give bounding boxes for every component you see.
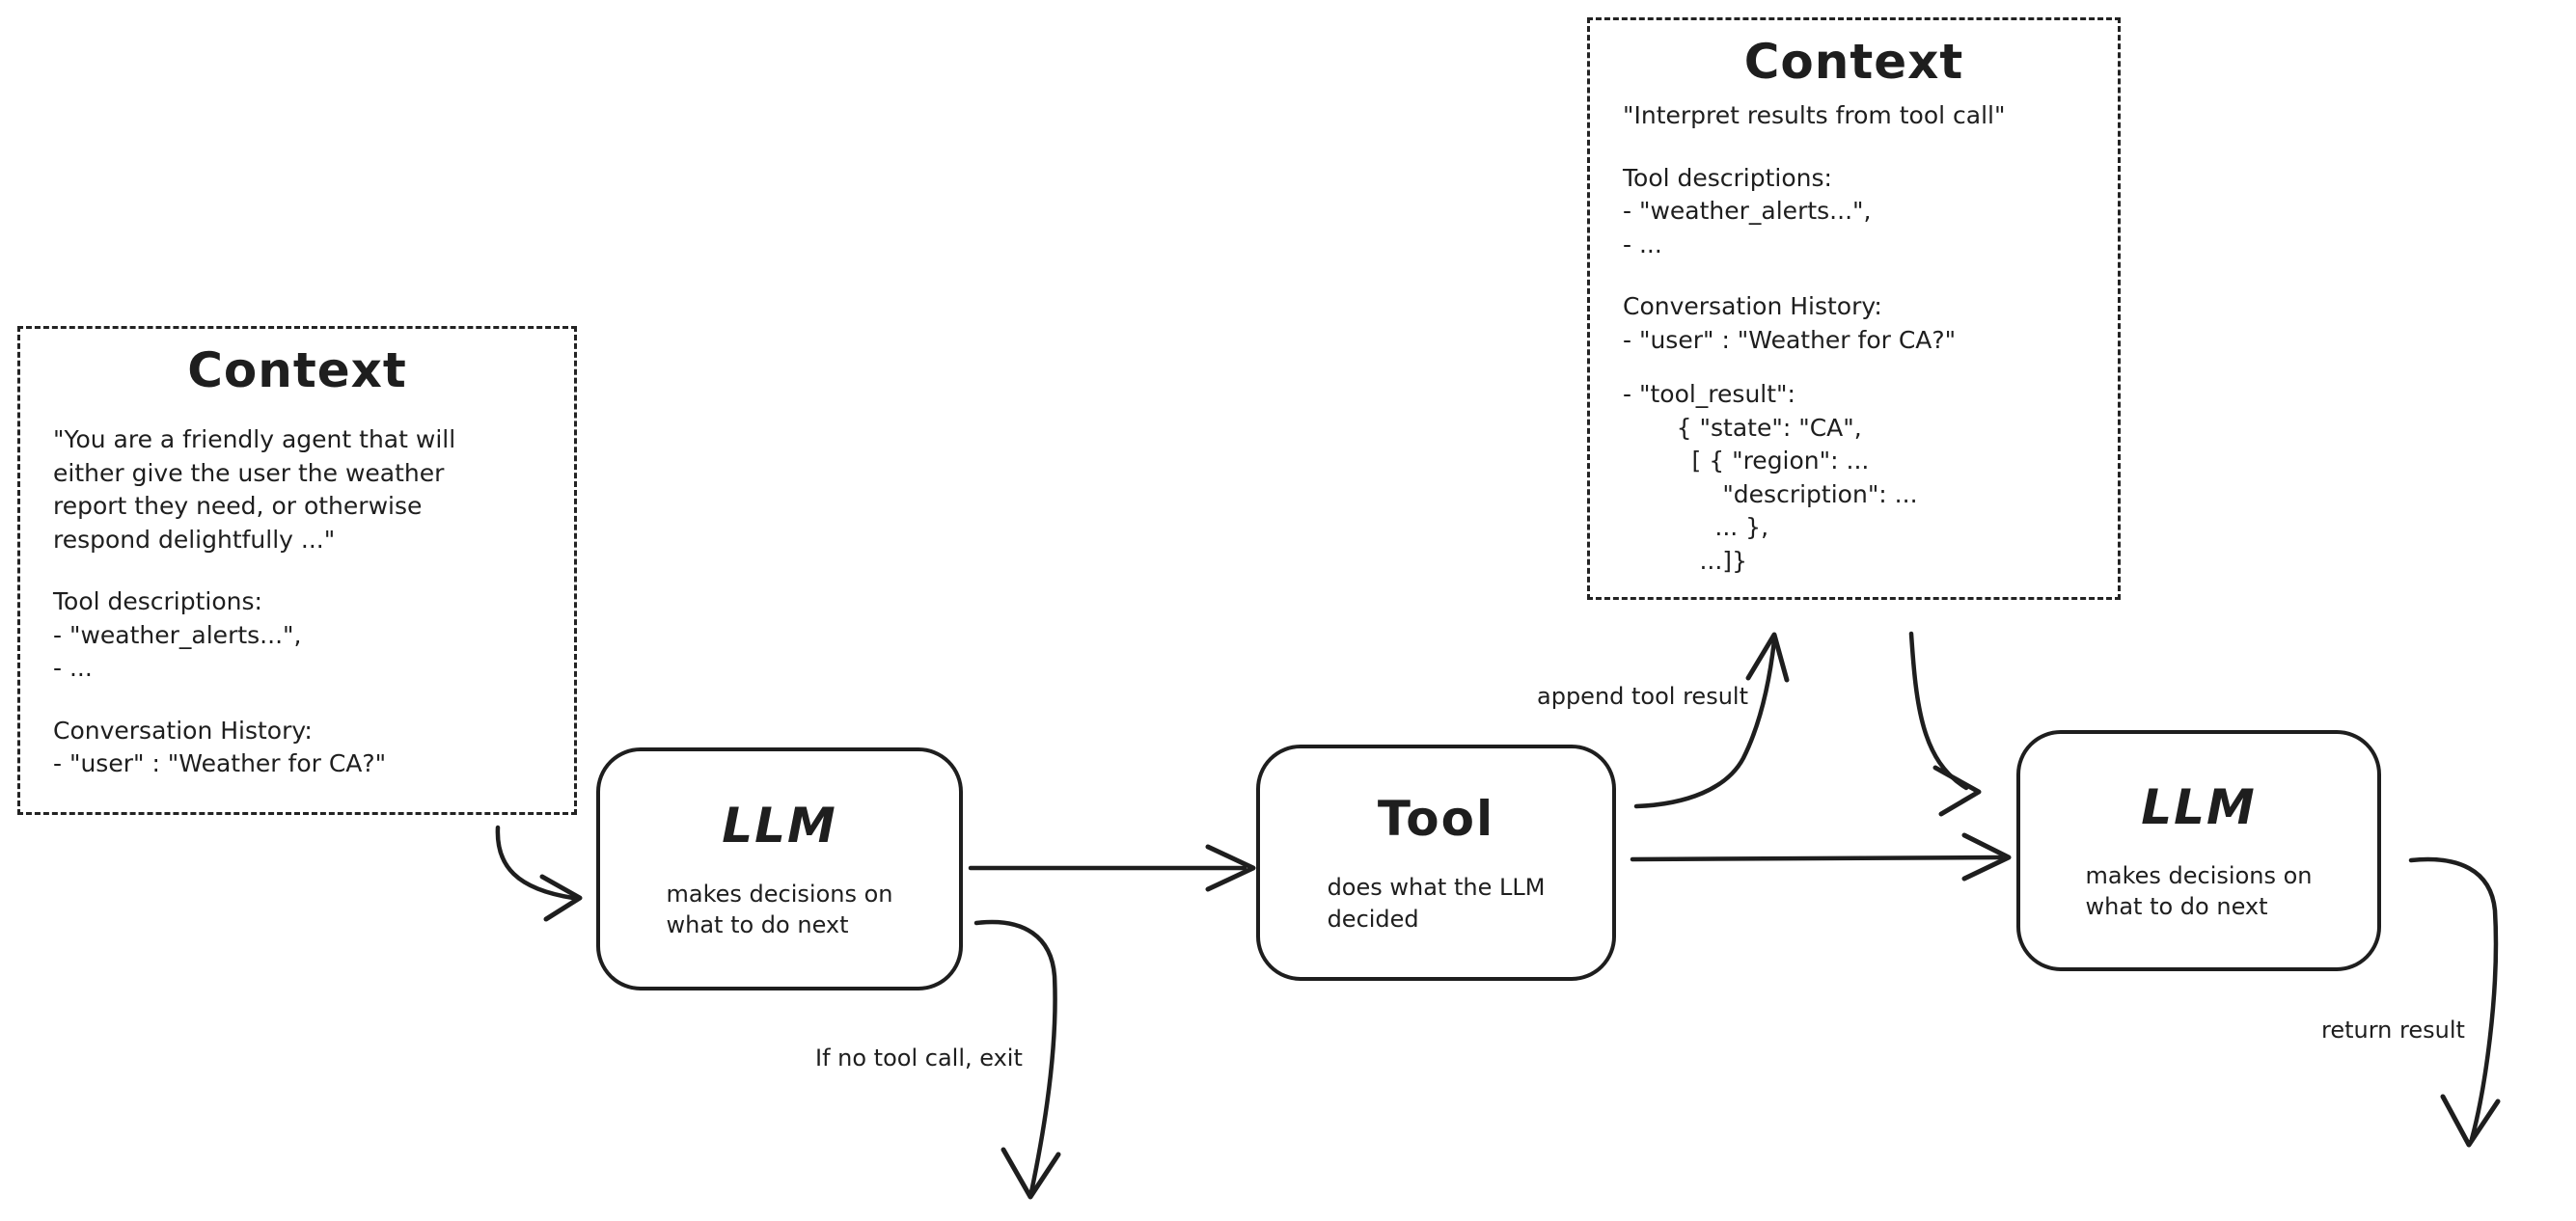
context-updated-conversation-history: Conversation History: - "user" : "Weathe… xyxy=(1623,292,1957,354)
node-llm-1-subtitle: makes decisions on what to do next xyxy=(666,880,893,938)
context-updated-title: Context xyxy=(1743,34,1964,90)
arrowhead-llm1-exit xyxy=(1000,1147,1061,1200)
node-tool: Tool does what the LLM decided xyxy=(1256,745,1616,981)
arrowhead-tool-to-llm2 xyxy=(1961,832,2012,882)
edge-label-no-tool-call-exit: If no tool call, exit xyxy=(815,1045,1023,1072)
arrowhead-llm2-return xyxy=(2440,1094,2501,1148)
arrow-tool-to-llm2 xyxy=(1630,855,2004,862)
context-updated-tool-descriptions: Tool descriptions: - "weather_alerts..."… xyxy=(1623,163,1872,258)
node-llm-2-subtitle: makes decisions on what to do next xyxy=(2085,861,2313,920)
node-tool-title: Tool xyxy=(1377,791,1495,848)
context-initial-tool-descriptions: Tool descriptions: - "weather_alerts..."… xyxy=(53,587,302,682)
arrow-llm2-return xyxy=(2408,856,2499,1142)
context-updated-system-prompt: "Interpret results from tool call" xyxy=(1623,101,2006,129)
arrowhead-context-updated-to-llm2 xyxy=(1932,765,1982,817)
arrow-context-initial-to-llm1 xyxy=(495,825,576,901)
arrowhead-llm1-to-tool xyxy=(1205,844,1256,892)
context-initial-conversation-history: Conversation History: - "user" : "Weathe… xyxy=(53,716,387,778)
node-llm-1-title: LLM xyxy=(722,797,837,854)
context-updated-tool-result: - "tool_result": { "state": "CA", [ { "r… xyxy=(1623,380,1918,575)
arrowhead-tool-to-context-updated xyxy=(1745,632,1790,683)
node-llm-2: LLM makes decisions on what to do next xyxy=(2016,730,2381,971)
node-llm-2-title: LLM xyxy=(2141,778,2257,835)
node-llm-1: LLM makes decisions on what to do next xyxy=(596,747,963,990)
context-box-initial: Context "You are a friendly agent that w… xyxy=(17,326,577,815)
node-tool-subtitle: does what the LLM decided xyxy=(1327,874,1546,933)
context-initial-title: Context xyxy=(187,342,407,398)
arrowhead-context-initial-to-llm1 xyxy=(539,874,583,922)
arrow-tool-to-context-updated xyxy=(1633,638,1777,809)
edge-label-return-result: return result xyxy=(2321,1017,2465,1044)
edge-label-append-tool-result: append tool result xyxy=(1537,683,1748,710)
arrow-context-updated-to-llm2 xyxy=(1908,631,1969,791)
context-box-updated: Context "Interpret results from tool cal… xyxy=(1587,17,2121,600)
context-initial-system-prompt: "You are a friendly agent that will eith… xyxy=(53,425,456,554)
